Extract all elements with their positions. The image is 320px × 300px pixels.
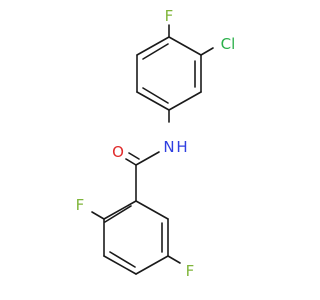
bond <box>167 255 181 264</box>
amine-hydrogen-label: H <box>176 138 187 156</box>
bond <box>142 87 169 104</box>
nitrogen-atom-label: N <box>163 138 174 156</box>
fluorine-atom-label: F <box>76 196 85 214</box>
bond <box>135 200 169 220</box>
bond <box>103 200 137 220</box>
bond <box>103 255 137 275</box>
molecule-structure: F Cl N H O F F <box>76 7 236 280</box>
bond <box>109 251 136 268</box>
atom-labels: F Cl N H O F F <box>76 7 236 280</box>
bond <box>104 205 132 223</box>
chlorine-atom-label: Cl <box>221 35 236 53</box>
bond <box>135 151 160 166</box>
bond <box>168 91 202 111</box>
bond <box>125 158 137 166</box>
oxygen-atom-label: O <box>112 143 124 161</box>
bond <box>135 255 169 275</box>
bonds <box>91 24 214 275</box>
bond <box>91 211 105 220</box>
bond <box>200 47 214 56</box>
bond <box>142 43 169 60</box>
bond <box>128 152 140 160</box>
bond <box>136 36 170 56</box>
fluorine-atom-label: F <box>165 7 174 25</box>
fluorine-atom-label: F <box>186 262 195 280</box>
bond <box>136 91 170 111</box>
bond <box>168 36 202 56</box>
